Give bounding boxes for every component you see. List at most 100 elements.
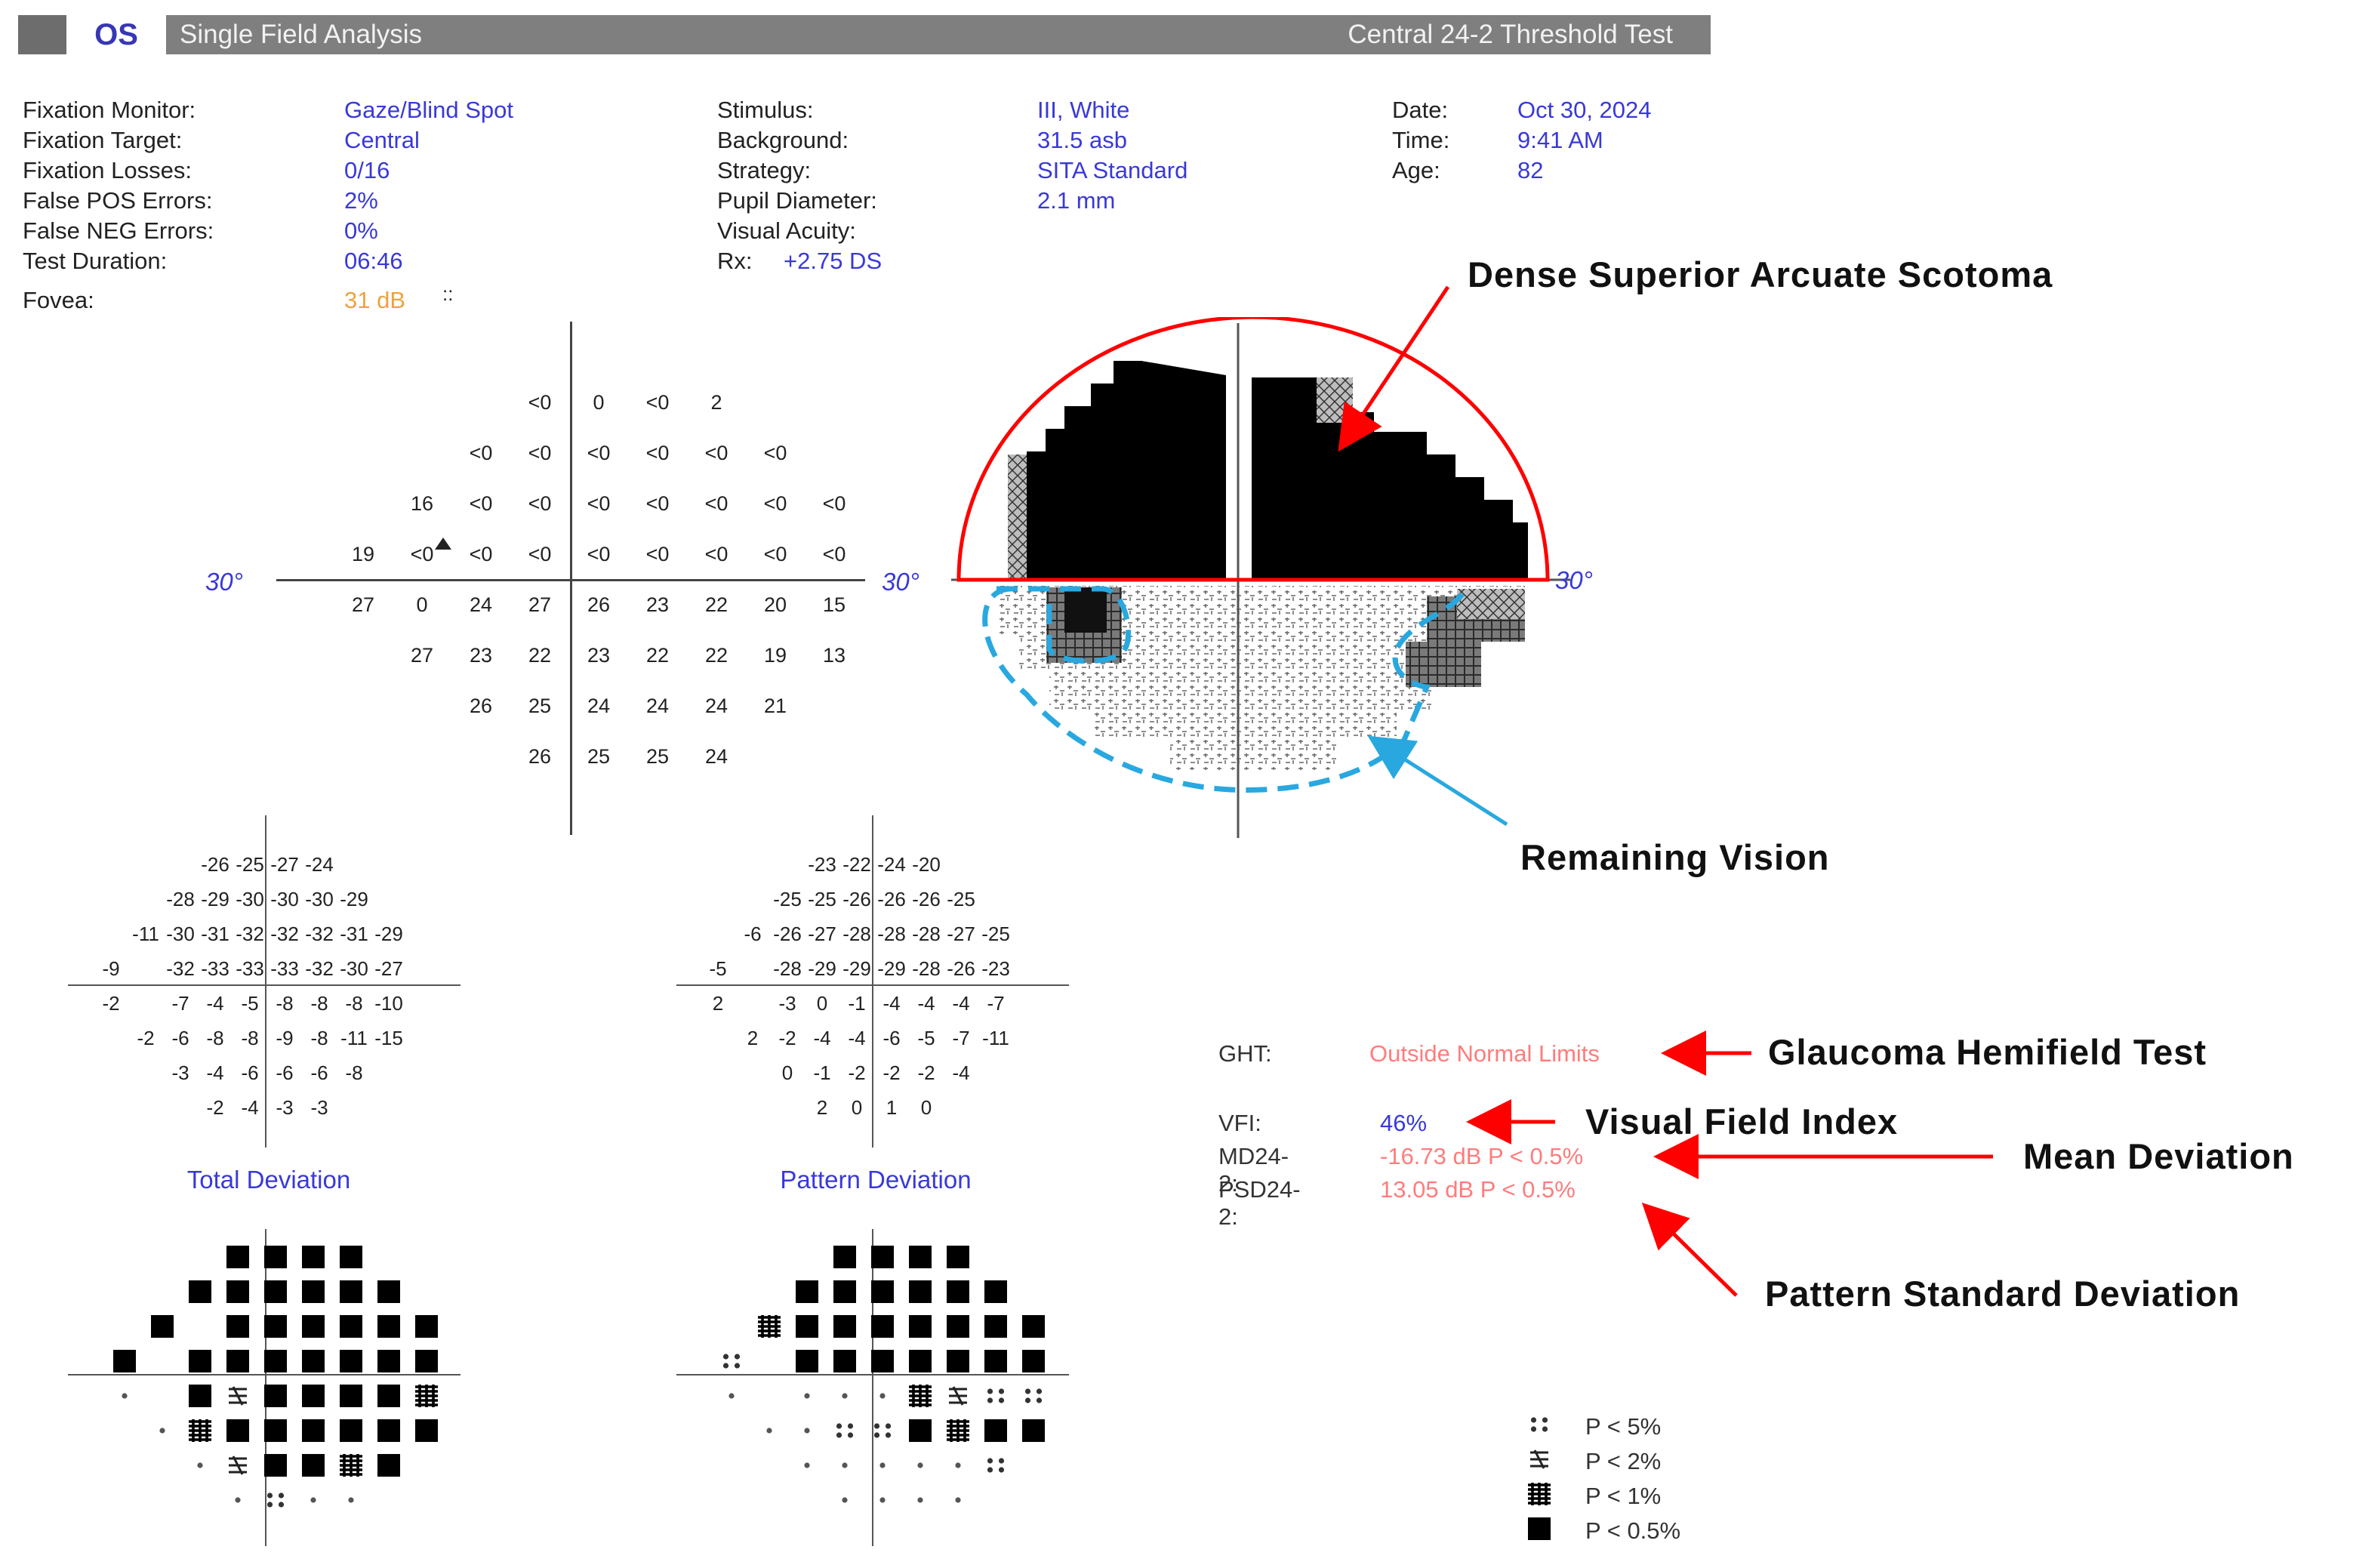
- pattern-deviation-value: 1: [886, 1096, 898, 1119]
- degree-label-left: 30°: [205, 568, 243, 596]
- fovea-label: Fovea:: [23, 287, 94, 313]
- total-prob-symbol: [340, 1419, 362, 1442]
- vfi-label: VFI:: [1218, 1110, 1261, 1136]
- tdp-h-axis: [68, 1374, 461, 1375]
- pattern-prob-symbol: [871, 1246, 894, 1268]
- info-value: Gaze/Blind Spot: [344, 97, 514, 123]
- pattern-prob-symbol: [796, 1315, 818, 1338]
- pattern-prob-symbol: [909, 1385, 932, 1411]
- md-value: -16.73 dB P < 0.5%: [1380, 1143, 1584, 1169]
- threshold-value: 23: [587, 644, 611, 667]
- total-prob-symbol: [377, 1280, 400, 1303]
- remaining-vision-outline: [982, 586, 1468, 793]
- threshold-value: 19: [351, 543, 375, 565]
- total-deviation-value: -32: [236, 923, 264, 945]
- threshold-value: 20: [763, 593, 787, 616]
- pattern-prob-symbol: [984, 1350, 1007, 1372]
- total-deviation-value: -31: [340, 923, 368, 945]
- pattern-deviation-value: -22: [842, 853, 871, 876]
- pattern-prob-symbol: [909, 1246, 932, 1268]
- info-value: 31.5 asb: [1037, 127, 1127, 153]
- threshold-value: <0: [410, 543, 434, 565]
- fovea-prob-mark: ::: [442, 282, 454, 305]
- grayscale-svg: [951, 315, 1570, 838]
- total-prob-symbol: [226, 1489, 249, 1515]
- pattern-prob-symbol: [947, 1454, 969, 1480]
- total-deviation-value: -11: [132, 923, 159, 945]
- pattern-prob-symbol: [871, 1385, 894, 1411]
- pattern-prob-symbol: [947, 1350, 969, 1372]
- threshold-value: 24: [704, 745, 728, 768]
- total-prob-symbol: [226, 1454, 249, 1480]
- pattern-deviation-value: -5: [917, 1027, 935, 1049]
- threshold-value: 16: [410, 492, 434, 515]
- legend-solid-icon: [1528, 1517, 1555, 1540]
- threshold-value: <0: [822, 492, 846, 515]
- fovea-value: 31 dB: [344, 287, 406, 313]
- pattern-deviation-value: 0: [781, 1061, 793, 1084]
- total-deviation-value: -8: [310, 992, 328, 1015]
- pattern-prob-symbol: [1022, 1385, 1045, 1411]
- threshold-value: <0: [645, 391, 670, 414]
- total-prob-symbol: [264, 1385, 287, 1407]
- pattern-prob-symbol: [796, 1350, 818, 1372]
- pattern-deviation-value: -7: [952, 1027, 970, 1049]
- pattern-prob-symbol: [796, 1419, 818, 1446]
- threshold-value: 25: [528, 695, 552, 717]
- info-label: Fixation Losses:: [23, 157, 192, 183]
- info-label: Fixation Monitor:: [23, 97, 196, 123]
- threshold-value: 2: [710, 391, 722, 414]
- info-value: 06:46: [344, 248, 403, 274]
- legend-label: P < 1%: [1585, 1483, 1662, 1509]
- threshold-value: 22: [645, 644, 670, 667]
- pattern-prob-symbol: [1022, 1419, 1045, 1442]
- grayscale-map: 30°: [944, 315, 1593, 846]
- total-prob-symbol: [226, 1246, 249, 1268]
- pattern-deviation-value: -28: [842, 923, 871, 945]
- scotoma-outline: [956, 315, 1550, 582]
- pattern-prob-symbol: [947, 1246, 969, 1268]
- info-value: SITA Standard: [1037, 157, 1188, 183]
- pattern-prob-symbol: [984, 1315, 1007, 1338]
- pattern-prob-symbol: [796, 1385, 818, 1411]
- total-deviation-value: -27: [270, 853, 299, 876]
- pattern-prob-symbol: [909, 1280, 932, 1303]
- pattern-prob-symbol: [833, 1489, 856, 1515]
- total-deviation-title: Total Deviation: [186, 1166, 351, 1194]
- total-prob-symbol: [377, 1315, 400, 1338]
- pattern-deviation-value: -29: [877, 957, 906, 980]
- pattern-deviation-value: 2: [712, 992, 724, 1015]
- superior-scotoma-right: [1252, 377, 1528, 580]
- pattern-prob-symbol: [947, 1280, 969, 1303]
- threshold-value: 23: [469, 644, 493, 667]
- grayscale-degree-right: 30°: [1555, 566, 1593, 594]
- total-deviation-value: -2: [137, 1027, 155, 1049]
- total-deviation-value: -30: [340, 957, 368, 980]
- pattern-prob-symbol: [871, 1454, 894, 1480]
- threshold-value: 23: [645, 593, 670, 616]
- total-deviation-value: -4: [206, 1061, 224, 1084]
- pattern-deviation-value: 0: [816, 992, 828, 1015]
- total-deviation-value: -6: [276, 1061, 294, 1084]
- total-deviation-value: -10: [374, 992, 403, 1015]
- total-prob-symbol: [302, 1419, 325, 1442]
- pattern-deviation-value: 2: [747, 1027, 759, 1049]
- pattern-prob-symbol: [984, 1419, 1007, 1442]
- pattern-deviation-value: -23: [808, 853, 836, 876]
- threshold-value: 24: [587, 695, 611, 717]
- pattern-deviation-value: -29: [842, 957, 871, 980]
- remaining-arrow: [1367, 735, 1508, 827]
- legend-light-hatch-icon: [1528, 1448, 1555, 1471]
- pattern-deviation-value: -26: [912, 888, 941, 910]
- pattern-deviation-value: -7: [987, 992, 1005, 1015]
- info-value: +2.75 DS: [784, 248, 883, 274]
- total-deviation-value: -33: [236, 957, 264, 980]
- pattern-prob-symbol: [833, 1246, 856, 1268]
- total-prob-symbol: [151, 1315, 174, 1338]
- pattern-prob-symbol: [833, 1350, 856, 1372]
- legend-label: P < 5%: [1585, 1413, 1662, 1440]
- pattern-deviation-value: -26: [773, 923, 802, 945]
- total-deviation-value: -31: [201, 923, 229, 945]
- total-prob-symbol: [340, 1385, 362, 1407]
- pattern-deviation-value: -1: [813, 1061, 831, 1084]
